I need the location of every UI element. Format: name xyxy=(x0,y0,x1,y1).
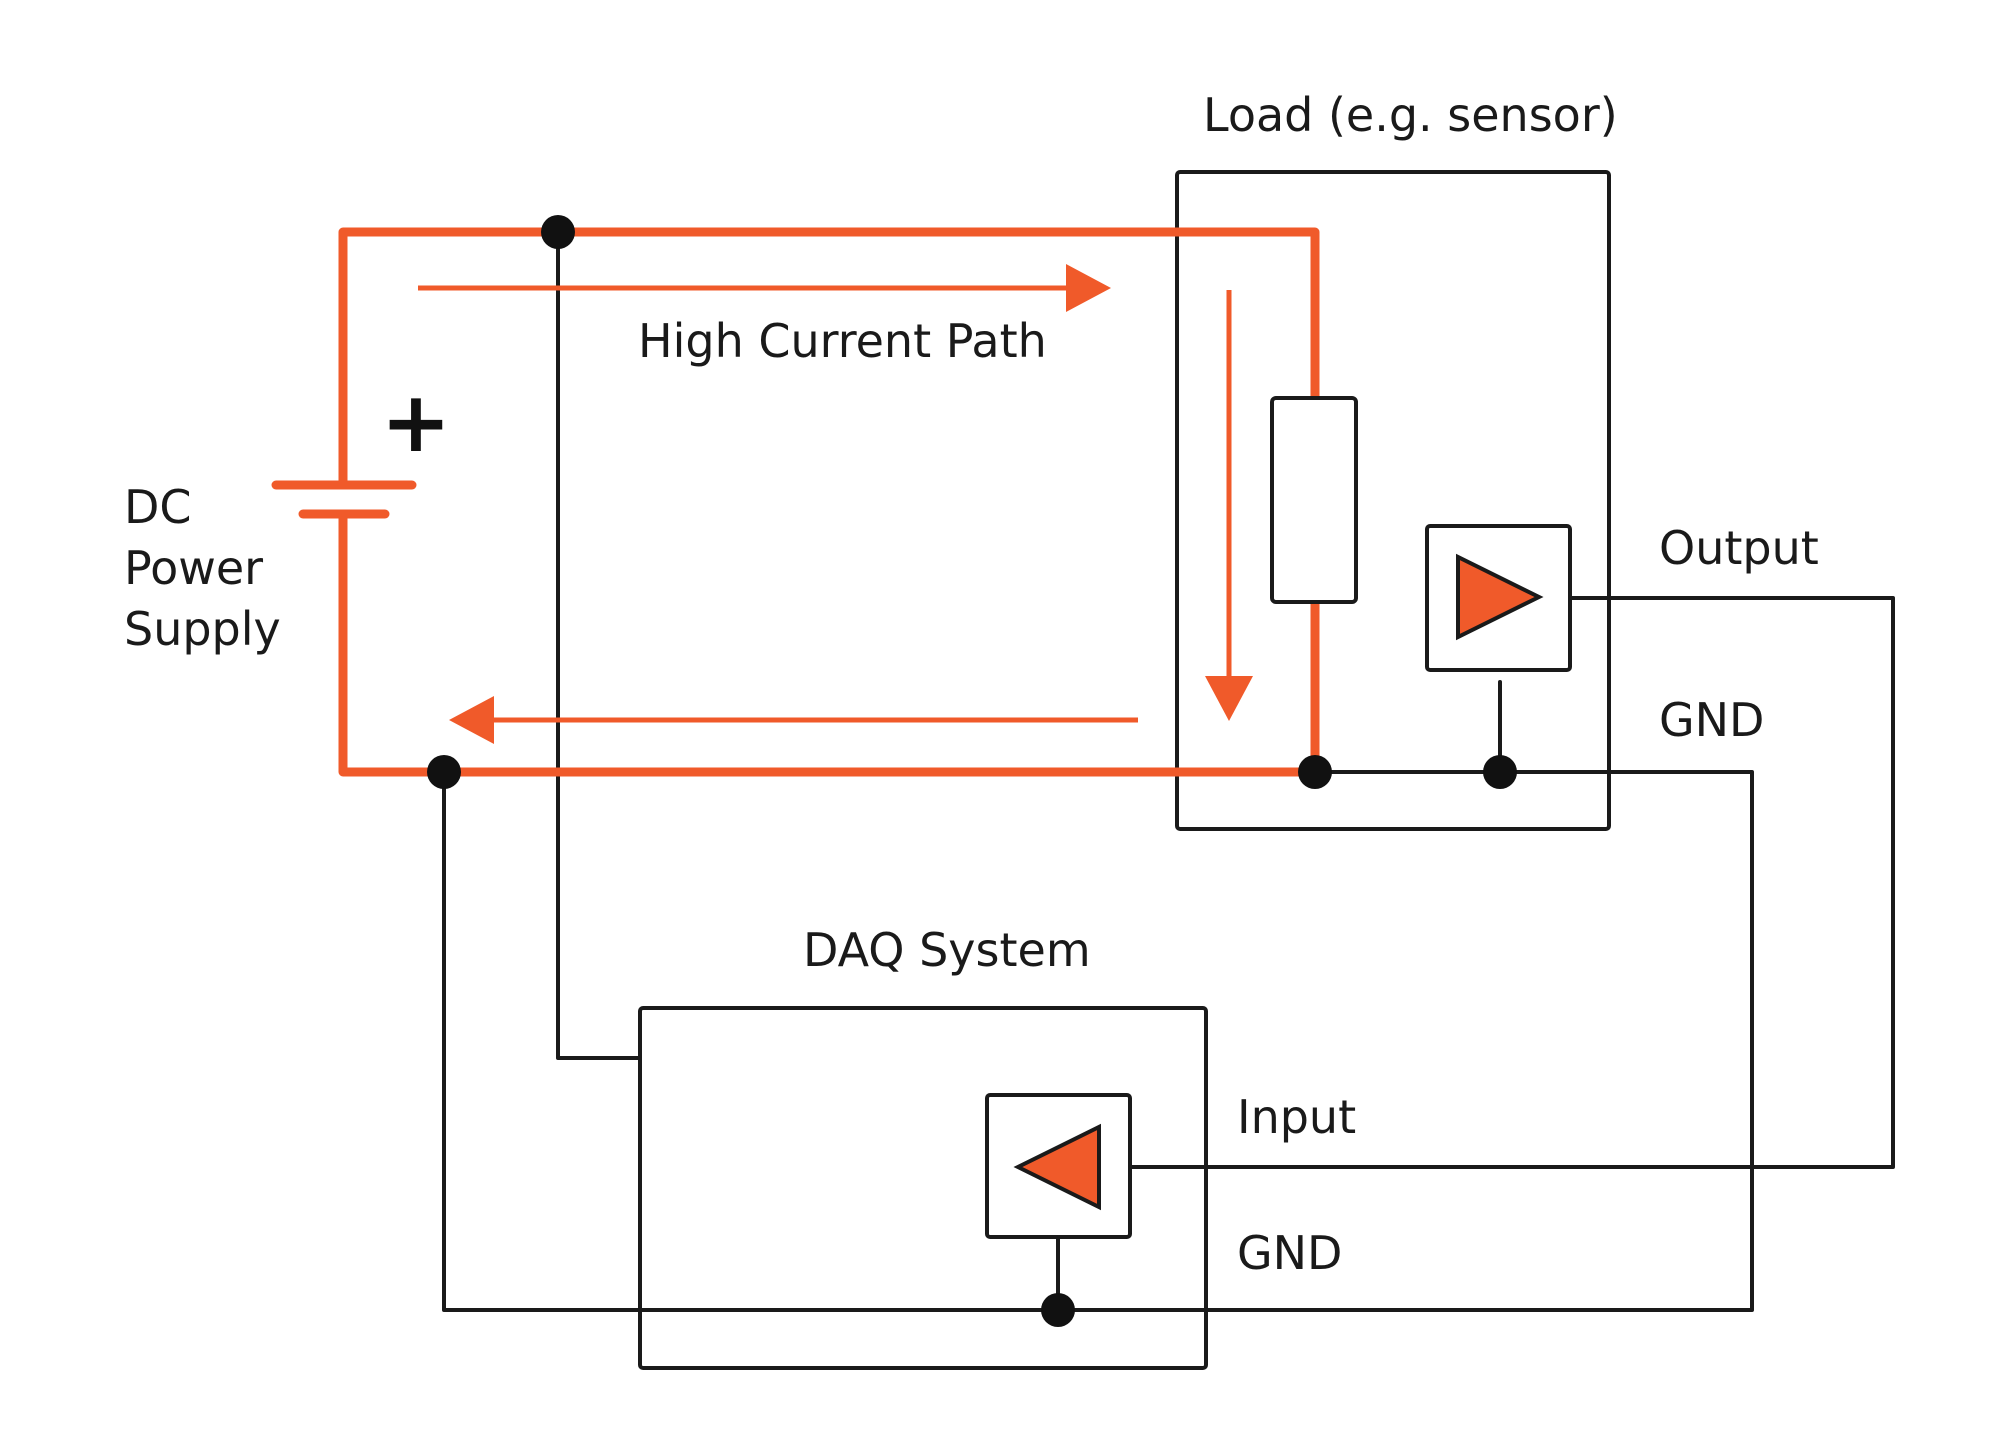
load-box xyxy=(1175,170,1611,831)
input-label: Input xyxy=(1237,1090,1356,1144)
junction-dot-load-resistor xyxy=(1298,755,1332,789)
daq-supply-wire xyxy=(556,230,642,1060)
gnd-daq-label: GND xyxy=(1237,1226,1342,1280)
gnd-load-label: GND xyxy=(1659,693,1764,747)
high-current-path-top xyxy=(338,227,1320,487)
load-resistor xyxy=(1270,396,1358,604)
junction-dot-daq-ground xyxy=(1041,1293,1075,1327)
current-arrow-down-head-icon xyxy=(1205,676,1253,721)
supply-label-line1: DC xyxy=(124,480,192,534)
load-amplifier-triangle-icon xyxy=(1456,553,1544,641)
junction-dot-top xyxy=(541,215,575,249)
junction-dot-load-amp xyxy=(1483,755,1517,789)
daq-amplifier-triangle-icon xyxy=(1013,1123,1101,1211)
supply-label-line2: Power xyxy=(124,541,263,595)
output-label: Output xyxy=(1659,521,1819,575)
supply-label-line3: Supply xyxy=(124,602,281,656)
high-current-path-label: High Current Path xyxy=(638,314,1047,368)
output-input-signal-wire xyxy=(1128,596,1895,1169)
high-current-path-bottom xyxy=(338,509,1320,777)
plus-sign: + xyxy=(381,373,451,471)
junction-dot-supply-ground xyxy=(427,755,461,789)
daq-label: DAQ System xyxy=(803,923,1091,977)
current-arrow-left-head-icon xyxy=(449,696,494,744)
ground-loop-wire xyxy=(442,770,1754,1312)
current-arrow-right-head-icon xyxy=(1066,264,1111,312)
load-label: Load (e.g. sensor) xyxy=(1203,88,1618,142)
